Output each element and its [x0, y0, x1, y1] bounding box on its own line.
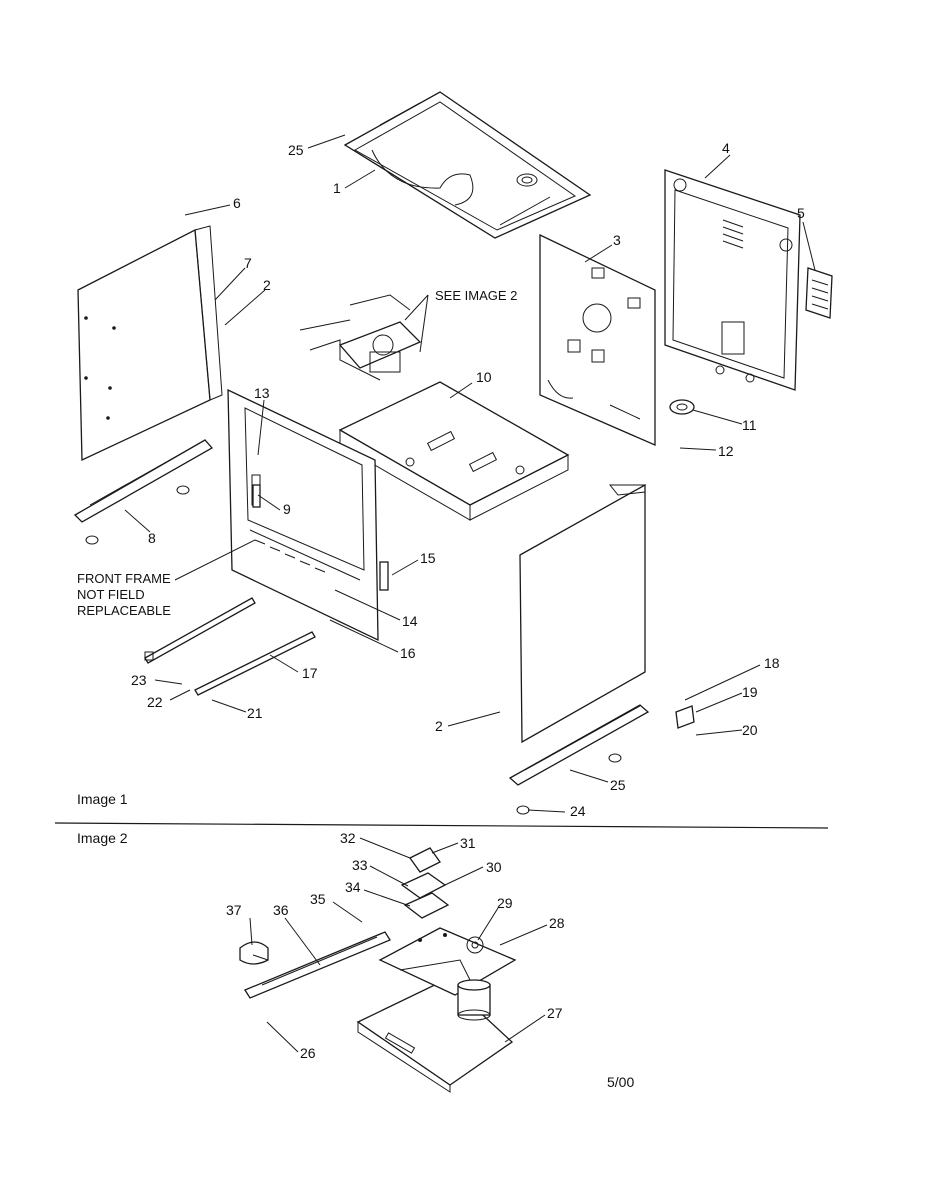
- label-part-14: 14: [402, 613, 418, 629]
- leader-lines-image-2: [249, 837, 548, 1053]
- label-part-21: 21: [247, 705, 263, 721]
- label-part-37: 37: [226, 902, 242, 918]
- label-part-36: 36: [273, 902, 289, 918]
- label-part-33: 33: [352, 857, 368, 873]
- part-15-hinge-bracket: [379, 561, 389, 591]
- part-4-rear-panel: [664, 169, 801, 391]
- motor-cylinder: [457, 979, 491, 1021]
- label-part-19: 19: [742, 684, 758, 700]
- section-label-image-1: Image 1: [77, 791, 128, 807]
- label-part-25-bottom: 25: [610, 777, 626, 793]
- part-labels-image-1: 25 1 4 5 3 6 7 2 SEE IMAGE 2 10 13 11 12…: [77, 140, 805, 819]
- label-part-18: 18: [764, 655, 780, 671]
- part-5-vent-cover: [805, 267, 833, 319]
- part-2-right-side-panel: [519, 483, 646, 744]
- label-part-9: 9: [283, 501, 291, 517]
- label-part-35: 35: [310, 891, 326, 907]
- label-part-2-left: 2: [263, 277, 271, 293]
- part-11-grommet: [669, 399, 695, 415]
- label-part-3: 3: [613, 232, 621, 248]
- leader-lines-image-1: [124, 134, 816, 813]
- part-29-valve-plate: [378, 927, 517, 996]
- part-36-linkage-arm: [244, 931, 391, 999]
- label-part-32: 32: [340, 830, 356, 846]
- part-3-back-inner-panel: [539, 233, 656, 446]
- label-part-26: 26: [300, 1045, 316, 1061]
- section-label-image-2: Image 2: [77, 830, 128, 846]
- label-part-30: 30: [486, 859, 502, 875]
- kick-rail: [144, 597, 256, 664]
- label-part-8: 8: [148, 530, 156, 546]
- front-frame: [227, 388, 379, 642]
- label-part-22: 22: [147, 694, 163, 710]
- section-divider: [54, 822, 829, 829]
- label-part-1: 1: [333, 180, 341, 196]
- label-part-12: 12: [718, 443, 734, 459]
- label-part-20: 20: [742, 722, 758, 738]
- label-part-34: 34: [345, 879, 361, 895]
- label-part-23: 23: [131, 672, 147, 688]
- label-part-7: 7: [244, 255, 252, 271]
- label-part-16: 16: [400, 645, 416, 661]
- note-see-image-2: SEE IMAGE 2: [435, 288, 517, 303]
- label-part-5: 5: [797, 205, 805, 221]
- part-labels-image-2: 32 31 33 30 34 35 37 36 29 28 27 26: [226, 830, 565, 1061]
- part-25-right-base-rail: [508, 704, 650, 815]
- part-8-left-base-rail: [73, 439, 214, 545]
- label-part-24: 24: [570, 803, 586, 819]
- part-10-floor-panel: [338, 381, 570, 521]
- part-1-top-panel: [343, 91, 592, 239]
- label-part-11: 11: [742, 417, 757, 433]
- part-32-switch: [409, 847, 441, 873]
- part-37-handle-knob: [239, 941, 269, 965]
- part-19-bracket: [675, 705, 695, 729]
- label-part-17: 17: [302, 665, 318, 681]
- label-part-25-top: 25: [288, 142, 304, 158]
- label-part-29: 29: [497, 895, 513, 911]
- label-part-4: 4: [722, 140, 730, 156]
- note-front-frame-line-3: REPLACEABLE: [77, 603, 171, 618]
- note-front-frame-line-2: NOT FIELD: [77, 587, 145, 602]
- control-assembly-thumbnail: [299, 294, 422, 381]
- part-17-front-rail: [194, 631, 316, 696]
- label-part-6: 6: [233, 195, 241, 211]
- label-part-2-right: 2: [435, 718, 443, 734]
- part-33-34-plates: [400, 872, 450, 919]
- part-27-mounting-bracket: [356, 979, 514, 1093]
- note-front-frame-line-1: FRONT FRAME: [77, 571, 171, 586]
- label-part-15: 15: [420, 550, 436, 566]
- label-part-13: 13: [254, 385, 270, 401]
- part-2-left-side-panel: [77, 225, 223, 462]
- label-part-28: 28: [549, 915, 565, 931]
- date-code: 5/00: [607, 1074, 634, 1090]
- label-part-31: 31: [460, 835, 476, 851]
- label-part-10: 10: [476, 369, 492, 385]
- label-part-27: 27: [547, 1005, 563, 1021]
